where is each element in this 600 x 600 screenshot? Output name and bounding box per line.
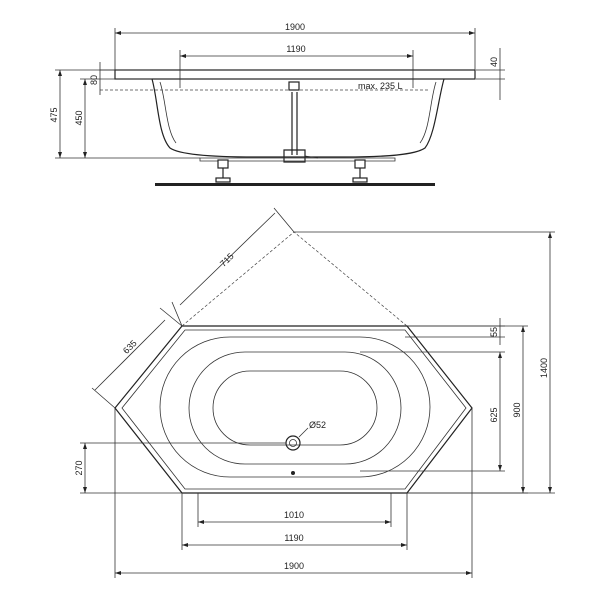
rim-inner-outline xyxy=(121,329,467,490)
dim-tub-depth: 450 xyxy=(74,110,84,125)
bowl-floor xyxy=(212,370,378,446)
dim-inner-width-side: 1190 xyxy=(286,44,305,54)
dim-drain-offset: 270 xyxy=(74,460,84,475)
top-view: Ø52 715 635 55 625 900 1400 xyxy=(74,207,555,578)
bowl-outer xyxy=(159,336,431,478)
drain xyxy=(285,427,309,451)
floor xyxy=(155,183,435,186)
corner-projection xyxy=(181,231,408,327)
dim-inner-depth: 900 xyxy=(512,402,522,417)
dim-rim-offset: 80 xyxy=(89,75,99,85)
support-foot-left xyxy=(215,159,231,183)
bowl-edge xyxy=(188,351,402,465)
dim-bowl-depth: 625 xyxy=(489,407,499,422)
support-foot-right xyxy=(352,159,368,183)
dim-rim-thickness: 40 xyxy=(489,57,499,67)
dim-total-height: 475 xyxy=(49,107,59,122)
side-view: 1900 1190 40 80 475 450 max. 235 L xyxy=(49,22,505,186)
dim-overall-depth: 1400 xyxy=(539,358,549,378)
dim-overall-width-side: 1900 xyxy=(285,22,305,32)
drain-diameter-label: Ø52 xyxy=(309,420,326,430)
dim-bowl-width: 1010 xyxy=(284,510,304,520)
tub-body xyxy=(151,78,445,158)
base-frame xyxy=(199,157,396,162)
capacity-label: max. 235 L xyxy=(358,81,403,91)
dim-side-length: 635 xyxy=(121,338,139,356)
tub-rim xyxy=(114,69,476,80)
overflow-point xyxy=(291,471,295,475)
drain-pipe xyxy=(283,81,319,163)
dim-inner-width-top: 1190 xyxy=(284,533,303,543)
dim-rim-to-bowl: 55 xyxy=(489,327,499,337)
dim-overall-width-top: 1900 xyxy=(284,561,304,571)
